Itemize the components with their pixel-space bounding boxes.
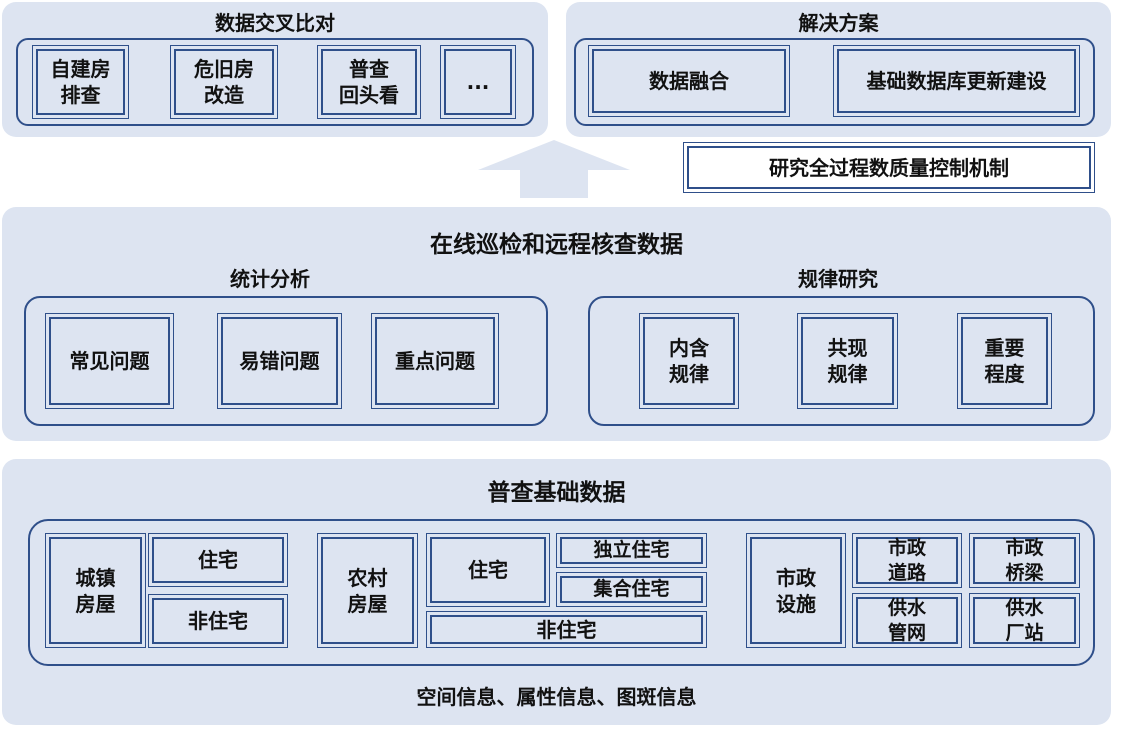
- base-group: [28, 519, 1095, 666]
- rural-non-residential: 非住宅: [426, 611, 707, 648]
- base-footer: 空间信息、属性信息、图斑信息: [416, 684, 697, 709]
- rules-item-cooccurrence: 共现 规律: [797, 313, 898, 409]
- rules-item-importance: 重要 程度: [957, 313, 1052, 409]
- stats-item-error-prone: 易错问题: [217, 313, 342, 409]
- rules-item-inherent: 内含 规律: [639, 313, 739, 409]
- water-supply-plant: 供水 厂站: [969, 593, 1080, 648]
- solution-item-fusion: 数据融合: [588, 45, 790, 117]
- municipal-facilities: 市政 设施: [746, 533, 846, 648]
- stats-title: 统计分析: [230, 266, 310, 291]
- compare-group: [16, 38, 534, 126]
- online-title: 在线巡检和远程核查数据: [430, 232, 683, 258]
- municipal-bridge: 市政 桥梁: [969, 533, 1080, 588]
- compare-item-more: ...: [440, 45, 516, 119]
- solution-title: 解决方案: [798, 10, 879, 35]
- base-title: 普查基础数据: [487, 480, 626, 506]
- rural-detached-residential: 独立住宅: [556, 533, 707, 568]
- compare-item-dilapidated: 危旧房 改造: [170, 45, 278, 119]
- compare-item-review: 普查 回头看: [317, 45, 421, 119]
- water-supply-pipe-network: 供水 管网: [852, 593, 962, 648]
- rural-housing: 农村 房屋: [317, 533, 418, 648]
- stats-group: [24, 296, 548, 426]
- stats-item-common: 常见问题: [45, 313, 174, 409]
- stats-item-key: 重点问题: [371, 313, 499, 409]
- urban-housing: 城镇 房屋: [45, 533, 146, 648]
- up-arrow: [478, 140, 630, 198]
- solution-item-database: 基础数据库更新建设: [833, 45, 1080, 117]
- compare-item-self-built: 自建房 排查: [32, 45, 129, 119]
- compare-title: 数据交叉比对: [215, 10, 335, 35]
- municipal-road: 市政 道路: [852, 533, 962, 588]
- rural-residential: 住宅: [426, 533, 550, 607]
- online-panel: [2, 207, 1111, 441]
- quality-control-box: 研究全过程数质量控制机制: [683, 142, 1095, 193]
- urban-non-residential: 非住宅: [148, 594, 288, 648]
- urban-residential: 住宅: [148, 533, 288, 587]
- rural-collective-residential: 集合住宅: [556, 572, 707, 607]
- solution-group: [574, 38, 1095, 126]
- rules-title: 规律研究: [798, 266, 878, 291]
- rules-group: [588, 296, 1095, 426]
